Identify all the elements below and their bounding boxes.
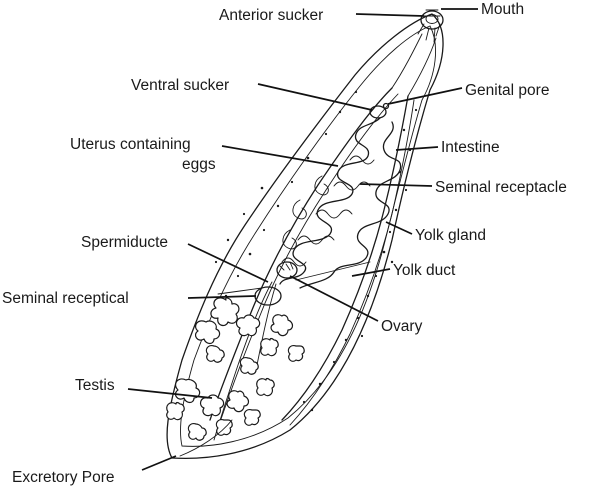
uterus-coils: [279, 117, 381, 285]
label-ovary: Ovary: [381, 318, 423, 335]
genital-pore-shape: [382, 102, 390, 110]
leader-yolk-duct: [351, 268, 391, 277]
label-seminal-receptical: Seminal receptical: [2, 290, 129, 307]
label-anterior-sucker: Anterior sucker: [219, 7, 323, 24]
intestine-right: [281, 95, 409, 421]
label-ventral-sucker: Ventral sucker: [131, 77, 229, 94]
leader-seminal-receptacle: [359, 183, 433, 187]
intestine-left: [209, 87, 393, 421]
label-intestine: Intestine: [441, 139, 500, 156]
anterior-sucker-shape: [420, 10, 444, 30]
leader-yolk-gland: [385, 221, 413, 235]
yolk-gland-dots: [214, 90, 418, 412]
leader-ovary: [289, 275, 379, 322]
label-spermiducte: Spermiducte: [81, 234, 168, 251]
leader-ventral-sucker: [257, 83, 373, 111]
leader-anterior-sucker: [355, 13, 425, 17]
ovary-shape: [276, 261, 298, 279]
label-seminal-receptacle: Seminal receptacle: [435, 179, 567, 196]
leader-uterus: [221, 145, 339, 167]
leader-testis: [127, 388, 213, 399]
labels: Mouth Anterior sucker Ventral sucker Gen…: [2, 1, 567, 486]
testis-posterior: [166, 377, 275, 441]
ventral-sucker-shape: [369, 105, 387, 119]
label-yolk-duct: Yolk duct: [393, 262, 456, 279]
label-genital-pore: Genital pore: [465, 82, 549, 99]
label-uterus-line2: eggs: [182, 156, 216, 173]
leader-spermiducte: [187, 243, 269, 283]
fluke-body: [166, 9, 444, 460]
label-uterus-line1: Uterus containing: [70, 136, 191, 153]
leader-seminal-receptical: [187, 295, 257, 299]
label-testis: Testis: [75, 377, 115, 394]
body-inner-margin: [180, 25, 436, 447]
testis-anterior: [194, 297, 305, 375]
leader-genital-pore: [387, 87, 463, 105]
label-mouth: Mouth: [481, 1, 524, 18]
leader-lines: [127, 8, 478, 471]
label-yolk-gland: Yolk gland: [415, 227, 486, 244]
leader-excretory-pore: [141, 455, 177, 471]
label-excretory-pore: Excretory Pore: [12, 469, 115, 486]
leader-intestine: [395, 146, 439, 151]
mouth-shape: [425, 14, 439, 24]
